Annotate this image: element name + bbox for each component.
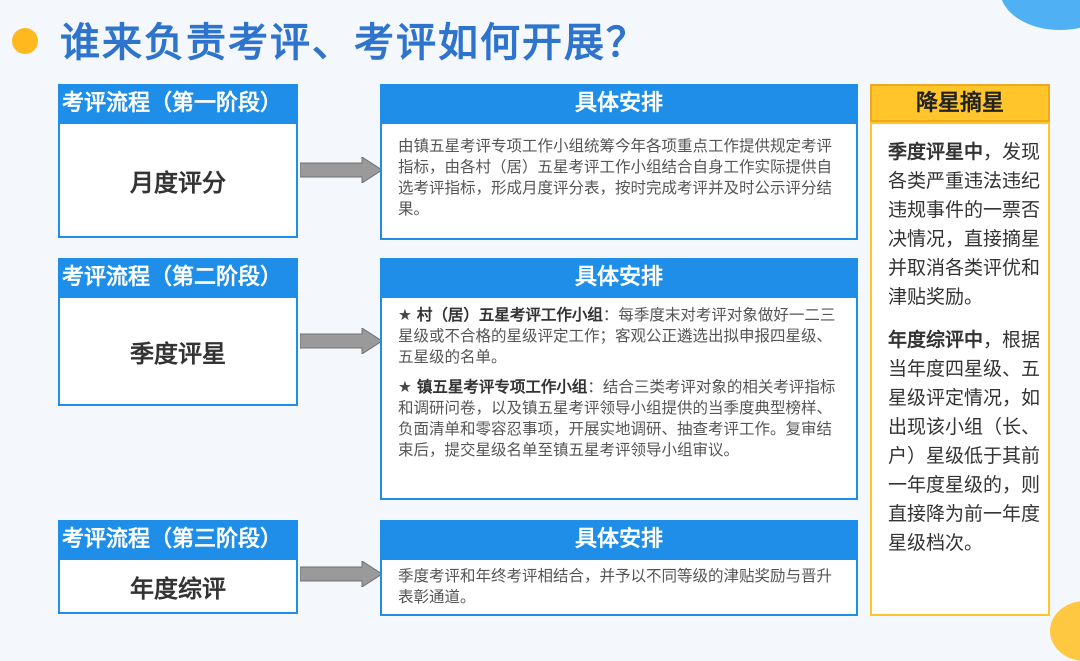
decorative-circle-bottom-right	[1050, 601, 1080, 661]
stage-3-header: 考评流程（第三阶段）	[58, 520, 298, 558]
stage-1-name: 月度评分	[130, 167, 226, 197]
stage-3-arrangement-box: 季度考评和年终考评相结合，并予以不同等级的津贴奖励与晋升表彰通道。	[380, 558, 858, 616]
stage-2-item-2-text: ：结合三类考评对象的相关考评指标和调研问卷，以及镇五星考评领导小组提供的当季度典…	[398, 378, 836, 459]
stage-1-arrangement-box: 由镇五星考评专项工作小组统筹今年各项重点工作提供规定考评指标，由各村（居）五星考…	[380, 122, 858, 240]
side-quarterly-text: ，发现各类严重违法违纪违规事件的一票否决情况，直接摘星并取消各类评优和津贴奖励。	[888, 141, 1041, 308]
stage-2-item-1-text: ：每季度末对考评对象做好一二三星级或不合格的星级评定工作；客观公正遴选出拟申报四…	[398, 306, 836, 366]
page-title: 谁来负责考评、考评如何开展？	[60, 19, 648, 66]
stage-1-box: 月度评分	[58, 122, 298, 238]
title-bullet-dot	[12, 28, 38, 54]
side-annual-paragraph: 年度综评中，根据当年度四星级、五星级评定情况，如出现该小组（长、户）星级低于其前…	[888, 326, 1042, 558]
stage-2-item-2: ★ 镇五星考评专项工作小组：结合三类考评对象的相关考评指标和调研问卷，以及镇五星…	[398, 376, 844, 461]
star-icon: ★	[398, 306, 412, 324]
stage-1-arrangement-header: 具体安排	[380, 84, 858, 122]
decorative-circle-top-right	[1000, 0, 1080, 30]
side-annual-text: ，根据当年度四星级、五星级评定情况，如出现该小组（长、户）星级低于其前一年度星级…	[888, 329, 1041, 554]
stage-1-arrow-icon	[300, 157, 382, 183]
stage-2-item-2-lead: 镇五星考评专项工作小组	[416, 377, 588, 396]
stage-2-arrangement-box: ★ 村（居）五星考评工作小组：每季度末对考评对象做好一二三星级或不合格的星级评定…	[380, 296, 858, 500]
stage-1-header: 考评流程（第一阶段）	[58, 84, 298, 122]
stage-3-arrangement-text: 季度考评和年终考评相结合，并予以不同等级的津贴奖励与晋升表彰通道。	[398, 567, 833, 606]
side-quarterly-lead: 季度评星中	[888, 141, 984, 163]
star-icon: ★	[398, 378, 412, 396]
side-annual-lead: 年度综评中	[888, 329, 984, 351]
side-panel-header: 降星摘星	[870, 84, 1050, 122]
stage-2-arrangement-header: 具体安排	[380, 258, 858, 296]
stage-2-item-1: ★ 村（居）五星考评工作小组：每季度末对考评对象做好一二三星级或不合格的星级评定…	[398, 304, 844, 368]
side-panel-box: 季度评星中，发现各类严重违法违纪违规事件的一票否决情况，直接摘星并取消各类评优和…	[870, 122, 1050, 616]
stage-2-arrow-icon	[300, 328, 382, 354]
stage-2-box: 季度评星	[58, 296, 298, 406]
stage-1-arrangement-text: 由镇五星考评专项工作小组统筹今年各项重点工作提供规定考评指标，由各村（居）五星考…	[398, 137, 833, 218]
stage-2-name: 季度评星	[130, 338, 226, 368]
side-quarterly-paragraph: 季度评星中，发现各类严重违法违纪违规事件的一票否决情况，直接摘星并取消各类评优和…	[888, 138, 1042, 312]
stage-3-arrow-icon	[300, 561, 382, 587]
stage-2-item-1-lead: 村（居）五星考评工作小组	[416, 305, 603, 324]
stage-3-name: 年度综评	[130, 573, 226, 603]
stage-2-header: 考评流程（第二阶段）	[58, 258, 298, 296]
stage-3-box: 年度综评	[58, 558, 298, 614]
stage-3-arrangement-header: 具体安排	[380, 520, 858, 558]
